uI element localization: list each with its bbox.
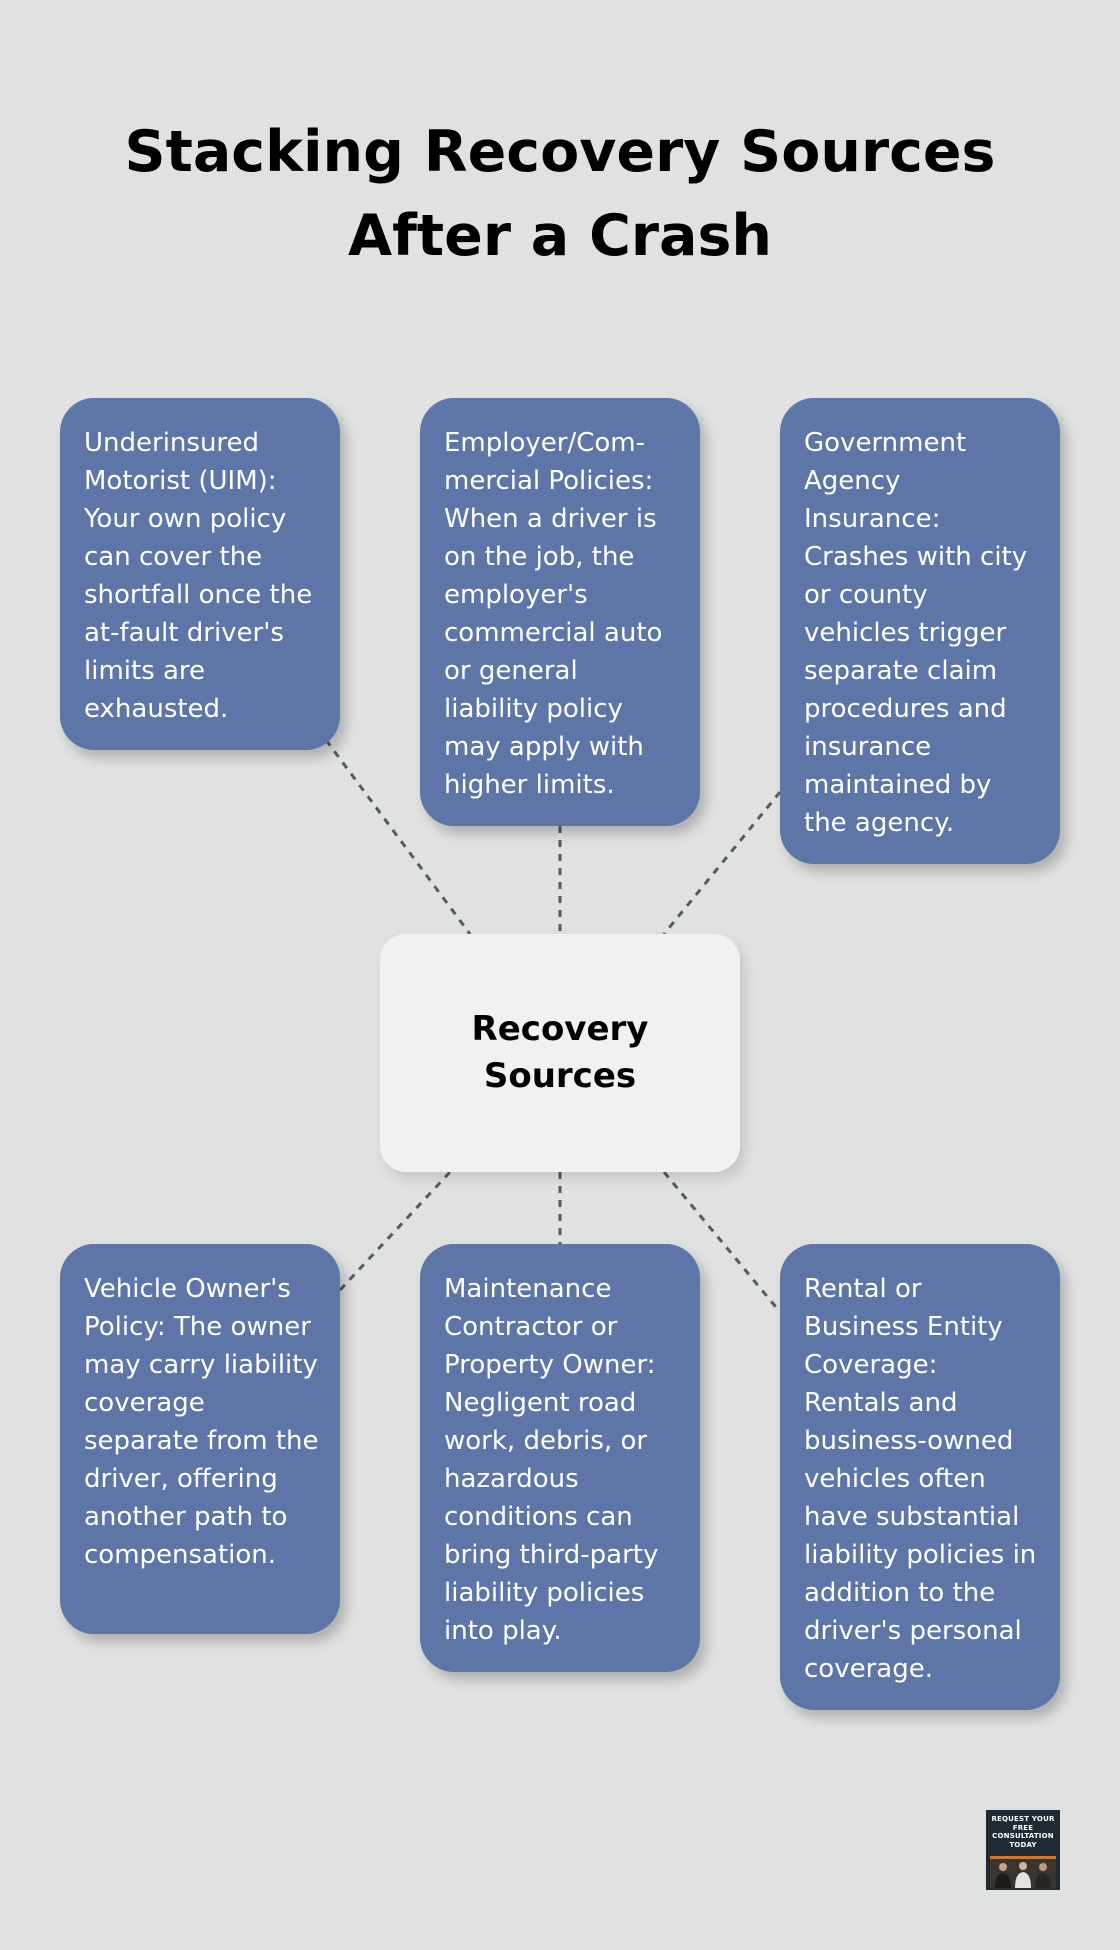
card-rental-business: Rental or Business Entity Coverage: Rent… (780, 1244, 1060, 1710)
card-government-agency: Government Agency Insurance: Crashes wit… (780, 398, 1060, 864)
card-employer-commercial: Employer/Com­mercial Policies: When a dr… (420, 398, 700, 826)
connector-uim (324, 739, 472, 935)
card-maintenance-contractor: Maintenance Contractor or Property Owner… (420, 1244, 700, 1672)
card-underinsured-motorist: Underinsured Motorist (UIM): Your own po… (60, 398, 340, 750)
page-title: Stacking Recovery Sources After a Crash (124, 119, 996, 269)
card-vehicle-owner: Vehicle Owner's Policy: The owner may ca… (60, 1244, 340, 1634)
recovery-sources-node: Recovery Sources (380, 934, 740, 1172)
attorneys-photo-icon (990, 1856, 1056, 1888)
connector-rental (662, 1171, 782, 1313)
connector-government (662, 791, 782, 935)
consultation-badge[interactable]: REQUEST YOUR FREE CONSULTATION TODAY (986, 1810, 1060, 1890)
center-label: Recovery Sources (471, 1009, 649, 1096)
badge-text: REQUEST YOUR FREE CONSULTATION TODAY (991, 1815, 1055, 1849)
